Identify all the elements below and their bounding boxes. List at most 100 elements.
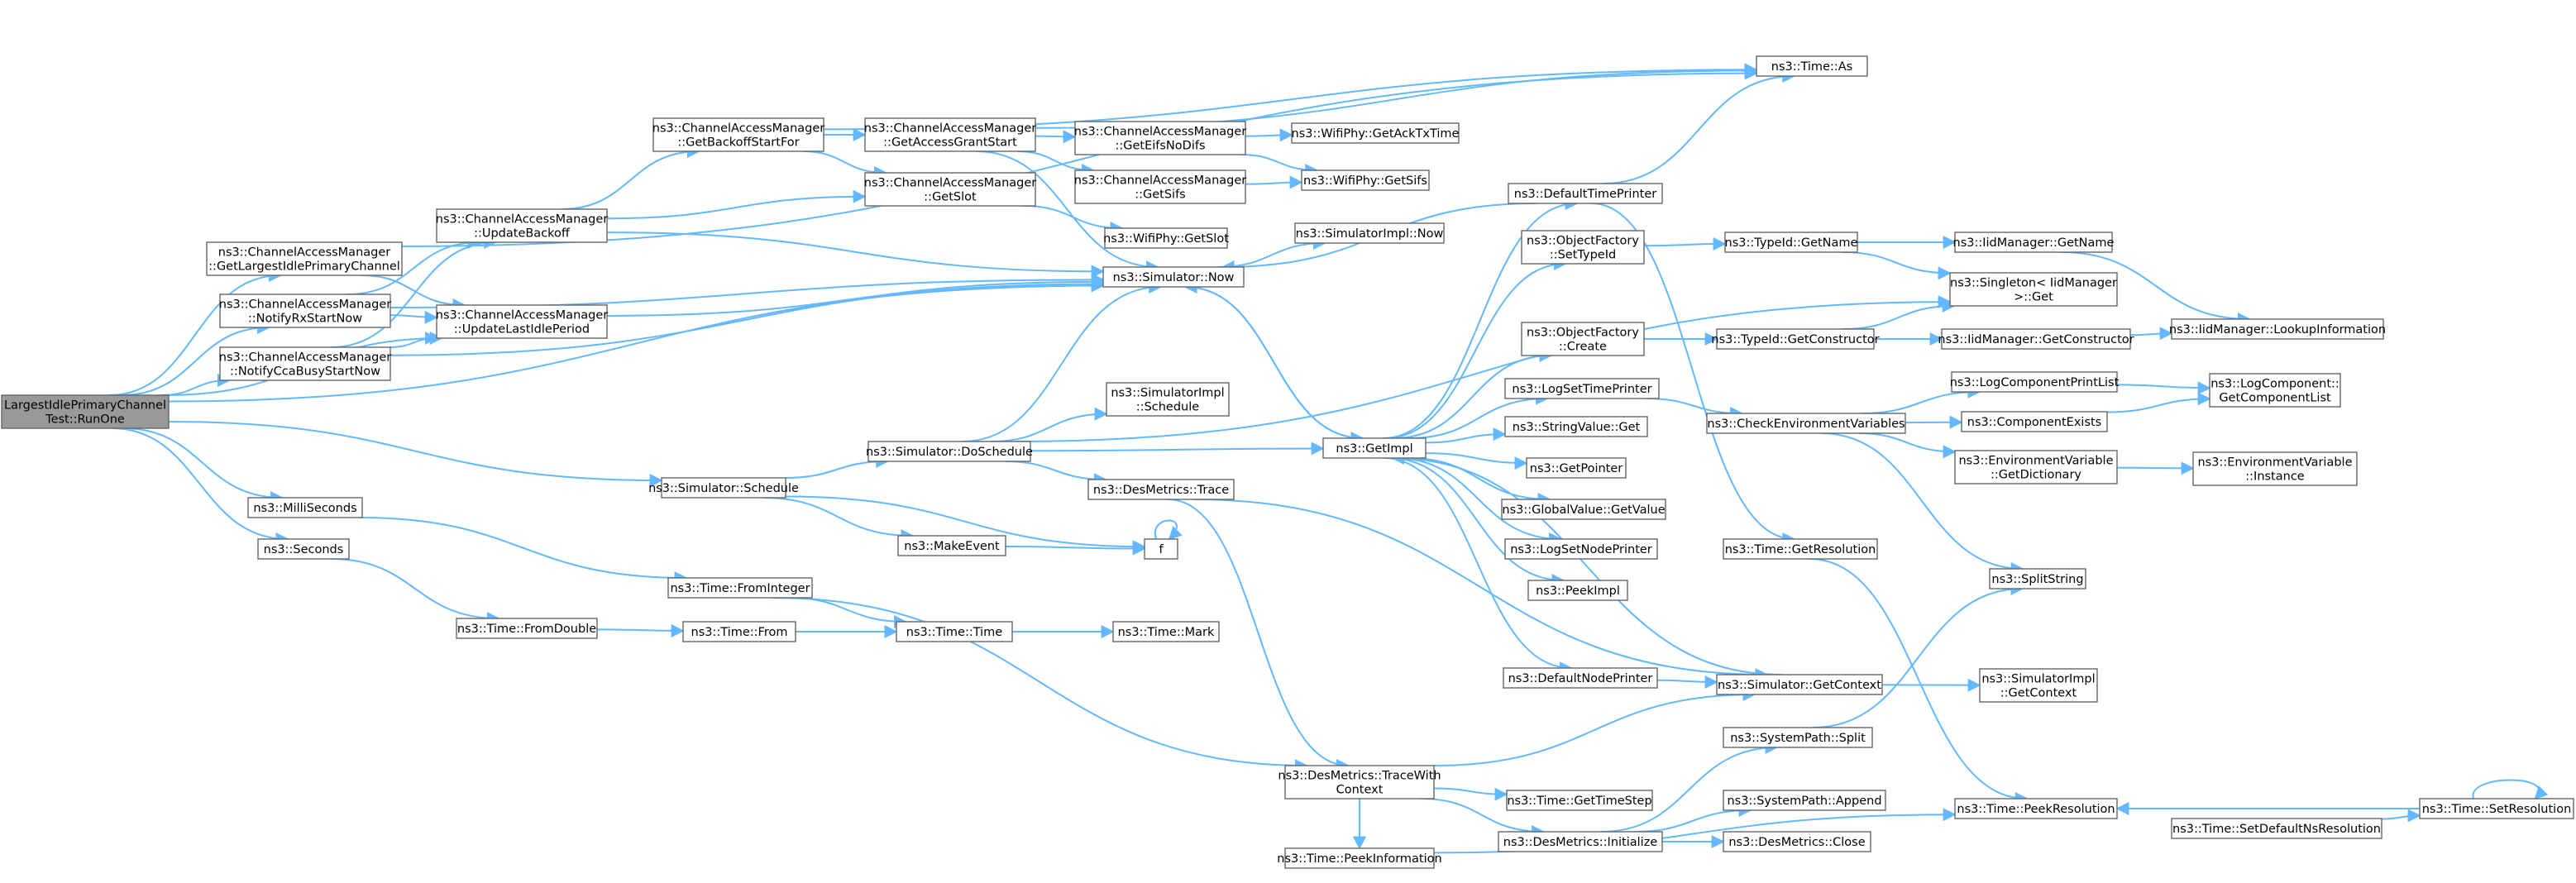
node-iidlookup[interactable]: ns3::IidManager::LookupInformation bbox=[2169, 318, 2386, 340]
node-desclose[interactable]: ns3::DesMetrics::Close bbox=[1723, 831, 1871, 852]
node-wifiacktx[interactable]: ns3::WifiPhy::GetAckTxTime bbox=[1291, 122, 1460, 144]
node-doschedule[interactable]: ns3::Simulator::DoSchedule bbox=[866, 441, 1033, 462]
edge-defaulttimeprinter-to-getresolution bbox=[1591, 203, 1796, 546]
edge-doschedule-to-getimpl bbox=[1030, 442, 1325, 456]
node-label: ns3::ObjectFactory bbox=[1527, 235, 1639, 248]
node-timetime[interactable]: ns3::Time::Time bbox=[896, 621, 1013, 642]
node-timeas[interactable]: ns3::Time::As bbox=[1756, 55, 1868, 77]
node-peekinfo[interactable]: ns3::Time::PeekInformation bbox=[1277, 847, 1442, 869]
node-envinstance[interactable]: ns3::EnvironmentVariable::Instance bbox=[2192, 451, 2358, 486]
node-iidgetctor[interactable]: ns3::IidManager::GetConstructor bbox=[1938, 328, 2134, 350]
node-getresolution[interactable]: ns3::Time::GetResolution bbox=[1723, 538, 1878, 560]
node-syspathappend[interactable]: ns3::SystemPath::Append bbox=[1723, 790, 1886, 811]
node-getslot[interactable]: ns3::ChannelAccessManager::GetSlot bbox=[864, 172, 1037, 207]
node-checkenv[interactable]: ns3::CheckEnvironmentVariables bbox=[1706, 413, 1906, 434]
node-splitstring[interactable]: ns3::SplitString bbox=[1989, 568, 2086, 589]
node-seconds[interactable]: ns3::Seconds bbox=[257, 538, 350, 560]
node-logcompprint[interactable]: ns3::LogComponentPrintList bbox=[1950, 371, 2120, 393]
node-box bbox=[1724, 231, 1858, 253]
node-objfactorycreate[interactable]: ns3::ObjectFactory::Create bbox=[1521, 322, 1645, 356]
node-box bbox=[1501, 499, 1666, 520]
node-logcompget[interactable]: ns3::LogComponent::GetComponentList bbox=[2209, 373, 2341, 408]
node-wifisifs[interactable]: ns3::WifiPhy::GetSifs bbox=[1301, 169, 1430, 191]
node-getbackoff[interactable]: ns3::ChannelAccessManager::GetBackoffSta… bbox=[652, 117, 825, 152]
edge-getimpl-to-peekimpl bbox=[1388, 457, 1565, 587]
edge-makeevent-to-f bbox=[1005, 542, 1146, 556]
node-box bbox=[1294, 222, 1445, 244]
node-label: ::Create bbox=[1559, 341, 1607, 354]
node-updatebackoff[interactable]: ns3::ChannelAccessManager::UpdateBackoff bbox=[436, 208, 609, 243]
node-label: ns3::GetImpl bbox=[1336, 442, 1412, 456]
node-simimplgetcontext[interactable]: ns3::SimulatorImpl::GetContext bbox=[1979, 668, 2098, 703]
node-updatelastidle[interactable]: ns3::ChannelAccessManager::UpdateLastIdl… bbox=[436, 304, 609, 339]
node-defaultnodeprinter[interactable]: ns3::DefaultNodePrinter bbox=[1503, 667, 1658, 689]
node-getlargest[interactable]: ns3::ChannelAccessManager::GetLargestIdl… bbox=[206, 241, 403, 276]
node-label: ns3::SimulatorImpl bbox=[1981, 673, 2095, 686]
node-envgetdict[interactable]: ns3::EnvironmentVariable::GetDictionary bbox=[1954, 450, 2118, 484]
node-desinit[interactable]: ns3::DesMetrics::Initialize bbox=[1498, 831, 1663, 852]
node-getaccess[interactable]: ns3::ChannelAccessManager::GetAccessGran… bbox=[864, 117, 1037, 152]
node-box bbox=[1961, 411, 2108, 432]
edge-notifycca-to-updatebackoff bbox=[331, 236, 498, 348]
node-notifyrx[interactable]: ns3::ChannelAccessManager::NotifyRxStart… bbox=[219, 294, 392, 328]
node-box bbox=[1074, 169, 1246, 204]
node-typeidgetname[interactable]: ns3::TypeId::GetName bbox=[1724, 231, 1858, 253]
node-simimplschedule[interactable]: ns3::SimulatorImpl::Schedule bbox=[1106, 382, 1230, 417]
node-box bbox=[2171, 818, 2382, 839]
node-makeevent[interactable]: ns3::MakeEvent bbox=[897, 535, 1006, 556]
node-schedule[interactable]: ns3::Simulator::Schedule bbox=[648, 477, 799, 499]
node-simimplnow[interactable]: ns3::SimulatorImpl::Now bbox=[1294, 222, 1445, 244]
node-timefrom[interactable]: ns3::Time::From bbox=[682, 621, 796, 642]
node-iidgetname[interactable]: ns3::IidManager::GetName bbox=[1953, 231, 2115, 253]
edge-setdefaultns-to-setresolution bbox=[2381, 809, 2421, 823]
node-millis[interactable]: ns3::MilliSeconds bbox=[247, 497, 363, 518]
node-logsettimeprinter[interactable]: ns3::LogSetTimePrinter bbox=[1504, 378, 1660, 399]
node-getsifs_cam[interactable]: ns3::ChannelAccessManager::GetSifs bbox=[1074, 169, 1247, 204]
node-label: ns3::Simulator::Now bbox=[1113, 271, 1235, 284]
node-box bbox=[1527, 580, 1628, 601]
node-label: ns3::TypeId::GetConstructor bbox=[1711, 333, 1879, 346]
node-logsetnodeprinter[interactable]: ns3::LogSetNodePrinter bbox=[1504, 538, 1658, 560]
node-box bbox=[667, 577, 813, 599]
node-globalvalue[interactable]: ns3::GlobalValue::GetValue bbox=[1501, 499, 1666, 520]
node-wifigetslot[interactable]: ns3::WifiPhy::GetSlot bbox=[1103, 227, 1229, 249]
node-box bbox=[1954, 798, 2118, 819]
node-label: ::GetBackoffStartFor bbox=[677, 136, 799, 150]
node-singleton[interactable]: ns3::Singleton< IidManager>::Get bbox=[1949, 272, 2118, 307]
node-notifycca[interactable]: ns3::ChannelAccessManager::NotifyCcaBusy… bbox=[219, 346, 392, 381]
edge-getaccess-to-timeas bbox=[1035, 64, 1758, 129]
node-setresolution[interactable]: ns3::Time::SetResolution bbox=[2419, 798, 2574, 819]
node-label: ns3::DesMetrics::Close bbox=[1728, 836, 1865, 849]
node-fromdouble[interactable]: ns3::Time::FromDouble bbox=[456, 618, 598, 639]
node-syspathsplit[interactable]: ns3::SystemPath::Split bbox=[1723, 727, 1873, 748]
node-box bbox=[1498, 831, 1663, 852]
node-simgetcontext[interactable]: ns3::Simulator::GetContext bbox=[1716, 674, 1883, 695]
node-geteifs[interactable]: ns3::ChannelAccessManager::GetEifsNoDifs bbox=[1074, 121, 1247, 155]
node-compexists[interactable]: ns3::ComponentExists bbox=[1961, 411, 2108, 432]
node-box bbox=[1291, 122, 1460, 144]
node-objfactorysettype[interactable]: ns3::ObjectFactory::SetTypeId bbox=[1521, 230, 1645, 265]
node-label: ns3::StringValue::Get bbox=[1513, 421, 1641, 434]
edge-getimpl-to-stringvalueget bbox=[1425, 427, 1507, 444]
node-box bbox=[1503, 667, 1658, 689]
node-frominteger[interactable]: ns3::Time::FromInteger bbox=[667, 577, 813, 599]
node-timemark[interactable]: ns3::Time::Mark bbox=[1112, 621, 1220, 642]
node-desmetricstrace[interactable]: ns3::DesMetrics::Trace bbox=[1087, 479, 1235, 500]
node-simnow[interactable]: ns3::Simulator::Now bbox=[1102, 266, 1245, 288]
node-gettimestep[interactable]: ns3::Time::GetTimeStep bbox=[1506, 790, 1653, 811]
node-peekimpl[interactable]: ns3::PeekImpl bbox=[1527, 580, 1628, 601]
node-setdefaultns[interactable]: ns3::Time::SetDefaultNsResolution bbox=[2171, 818, 2382, 839]
node-defaulttimeprinter[interactable]: ns3::DefaultTimePrinter bbox=[1508, 183, 1663, 204]
node-getpointer[interactable]: ns3::GetPointer bbox=[1526, 457, 1627, 479]
node-peekresolution[interactable]: ns3::Time::PeekResolution bbox=[1954, 798, 2118, 819]
node-label: ns3::Time::Mark bbox=[1118, 626, 1215, 639]
node-getimpl[interactable]: ns3::GetImpl bbox=[1322, 437, 1427, 459]
node-typeidgetctor[interactable]: ns3::TypeId::GetConstructor bbox=[1711, 328, 1880, 350]
node-stringvalueget[interactable]: ns3::StringValue::Get bbox=[1504, 416, 1648, 437]
node-label: LargestIdlePrimaryChannel bbox=[4, 399, 166, 413]
node-f[interactable]: f bbox=[1144, 538, 1178, 560]
node-label: ns3::TypeId::GetName bbox=[1725, 236, 1858, 250]
edge-updatebackoff-to-getslot bbox=[606, 189, 867, 220]
